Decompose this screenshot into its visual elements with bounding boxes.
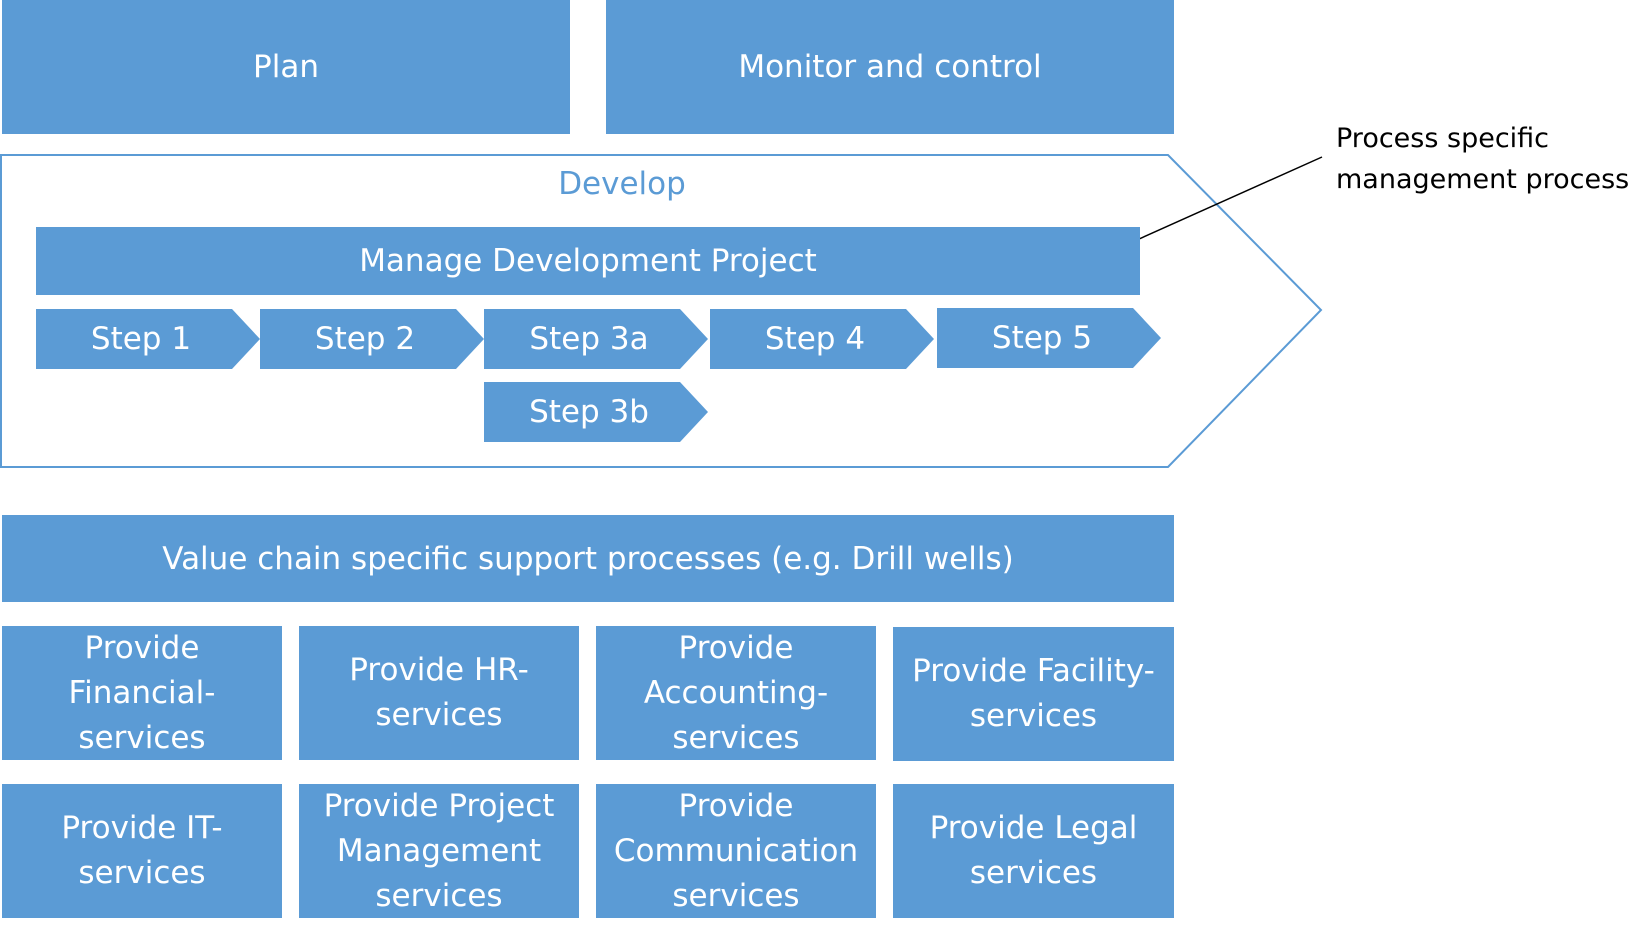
service-line: Provide Project [323, 787, 555, 824]
monitor-and-control-box: Monitor and control [606, 0, 1174, 134]
service-line: services [78, 719, 206, 756]
step-5-label: Step 5 [991, 320, 1093, 356]
service-line: Provide IT- [61, 810, 223, 846]
project-management-services-box: Provide Project Management services [299, 784, 579, 918]
service-line: services [78, 855, 206, 891]
service-line: Management [336, 832, 542, 869]
step-3a-arrow: Step 3a [484, 309, 708, 369]
facility-services-box: Provide Facility- services [893, 627, 1174, 761]
hr-services-box: Provide HR- services [299, 626, 579, 760]
annotation-line-2: management process [1336, 164, 1630, 195]
step-4-arrow: Step 4 [710, 309, 934, 369]
service-line: Provide [678, 787, 794, 824]
step-3b-arrow: Step 3b [484, 382, 708, 442]
service-line: Financial- [68, 674, 216, 711]
plan-label: Plan [253, 49, 319, 85]
annotation-text: Process specific management process [1336, 118, 1629, 200]
value-chain-support-label: Value chain specific support processes (… [162, 540, 1014, 577]
annotation-line-1: Process specific [1336, 123, 1550, 154]
step-2-label: Step 2 [314, 321, 416, 357]
value-chain-support-box: Value chain specific support processes (… [2, 515, 1174, 602]
step-2-arrow: Step 2 [260, 309, 484, 369]
develop-title: Develop [558, 166, 686, 202]
service-line: services [375, 877, 503, 914]
service-line: Provide Legal [929, 810, 1138, 846]
it-services-box: Provide IT- services [2, 784, 282, 918]
service-line: services [672, 877, 800, 914]
manage-development-project-label: Manage Development Project [359, 243, 817, 279]
service-line: Provide Facility- [912, 653, 1155, 689]
service-line: Provide [678, 629, 794, 666]
accounting-services-box: Provide Accounting- services [596, 626, 876, 760]
plan-box: Plan [2, 0, 570, 134]
financial-services-box: Provide Financial- services [2, 626, 282, 760]
communication-services-box: Provide Communication services [596, 784, 876, 918]
service-line: Communication [613, 832, 859, 869]
monitor-and-control-label: Monitor and control [738, 49, 1042, 85]
step-4-label: Step 4 [764, 321, 866, 357]
step-5-arrow: Step 5 [937, 308, 1161, 368]
service-line: services [672, 719, 800, 756]
step-3b-label: Step 3b [529, 394, 649, 430]
step-3a-label: Step 3a [529, 321, 649, 357]
manage-development-project-box: Manage Development Project [36, 227, 1140, 295]
step-1-arrow: Step 1 [36, 309, 260, 369]
service-line: services [969, 698, 1098, 734]
service-line: Accounting- [643, 674, 829, 711]
service-line: Provide HR- [349, 652, 529, 688]
service-line: services [375, 697, 503, 733]
step-1-label: Step 1 [90, 321, 192, 357]
service-line: services [969, 855, 1098, 891]
service-line: Provide [84, 629, 200, 666]
legal-services-box: Provide Legal services [893, 784, 1174, 918]
